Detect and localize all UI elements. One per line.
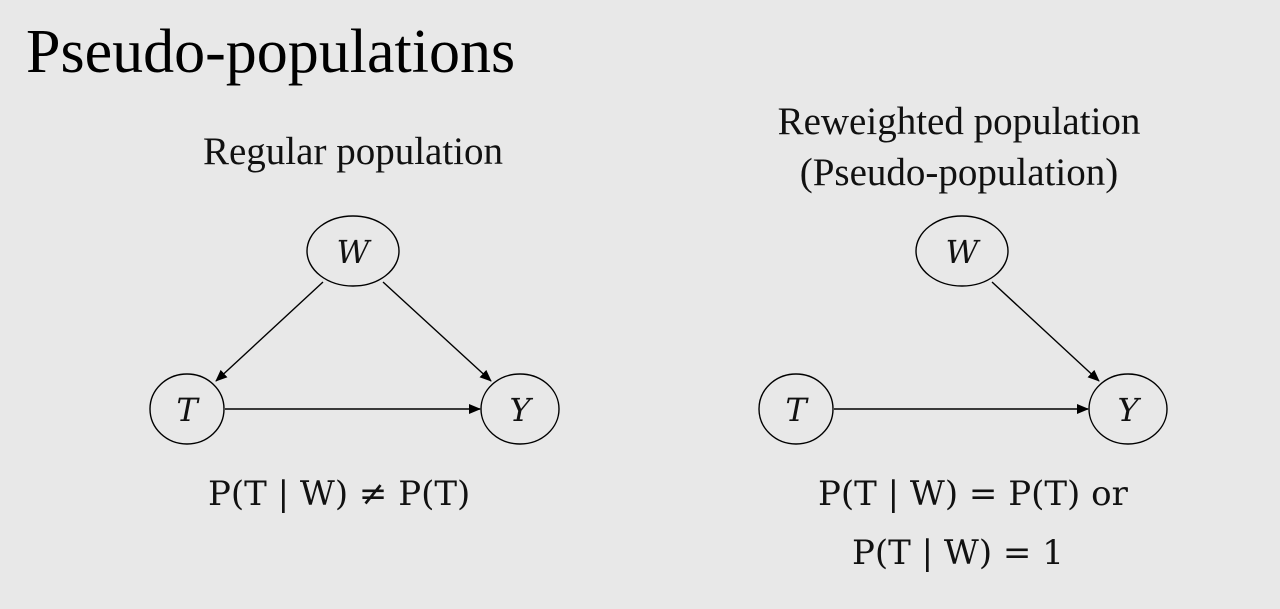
right-node-t: T — [758, 373, 834, 445]
right-node-t-ellipse — [758, 373, 834, 445]
slide-title: Pseudo-populations — [26, 18, 516, 86]
left-node-y-label: Y — [509, 391, 533, 429]
left-node-w-ellipse — [306, 215, 400, 287]
right-panel-heading-line2: (Pseudo-population) — [799, 150, 1119, 194]
right-node-w: W — [915, 215, 1009, 287]
left-formula: P(T | W) ≠ P(T) — [208, 474, 471, 514]
right-node-y: Y — [1088, 373, 1168, 445]
left-node-t-ellipse — [149, 373, 225, 445]
left-node-t-label: T — [176, 391, 200, 429]
right-node-w-label: W — [946, 233, 982, 271]
right-node-t-label: T — [785, 391, 809, 429]
left-causal-graph: W T Y — [149, 215, 560, 445]
left-node-y-ellipse — [480, 373, 560, 445]
left-edge-w-to-y — [382, 281, 492, 382]
left-node-w-label: W — [337, 233, 373, 271]
left-node-w: W — [306, 215, 400, 287]
left-node-t: T — [149, 373, 225, 445]
left-edge-w-to-t — [215, 281, 324, 382]
right-node-y-label: Y — [1117, 391, 1141, 429]
right-formula-line2: P(T | W) = 1 — [852, 533, 1064, 573]
right-causal-graph: W T Y — [758, 215, 1168, 445]
right-node-y-ellipse — [1088, 373, 1168, 445]
right-edge-w-to-y — [991, 281, 1100, 382]
right-formula-line1: P(T | W) = P(T) or — [818, 474, 1128, 514]
right-node-w-ellipse — [915, 215, 1009, 287]
right-panel-heading-line1: Reweighted population — [777, 100, 1141, 143]
right-panel-heading: Reweighted population (Pseudo-population… — [778, 97, 1141, 198]
left-panel-heading: Regular population — [202, 130, 504, 173]
left-node-y: Y — [480, 373, 560, 445]
